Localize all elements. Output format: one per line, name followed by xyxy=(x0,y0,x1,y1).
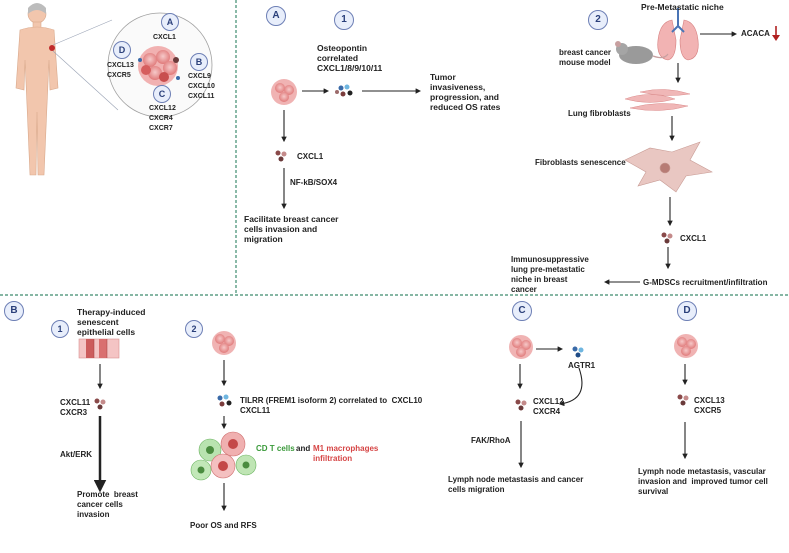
lymph-migration-text: Lymph node metastasis and cancer cells m… xyxy=(448,475,584,494)
m1-macrophages-label: M1 macrophages infiltration xyxy=(313,444,379,463)
zoom-badge-b: B xyxy=(190,53,208,71)
zoom-badge-c: C xyxy=(153,85,171,103)
and-label: and xyxy=(296,444,311,453)
zoom-label-b: CXCL9 CXCL10 CXCL11 xyxy=(188,73,215,100)
panel-badge-c: C xyxy=(512,301,532,321)
panel-badge-a: A xyxy=(266,6,286,26)
cxcl13-cxcr5-label: CXCL13 CXCR5 xyxy=(694,396,725,415)
cd-t-cells-label: CD T cells xyxy=(256,444,295,453)
agtr1-label: AGTR1 xyxy=(568,361,596,370)
pre-metastatic-niche-title: Pre-Metastatic niche xyxy=(641,2,724,12)
panel-badge-b: B xyxy=(4,301,24,321)
zoom-badge-a: A xyxy=(161,13,179,31)
mouse-model-label: breast cancer mouse model xyxy=(559,48,612,67)
zoom-label-c: CXCL12 CXCR4 CXCR7 xyxy=(149,105,176,132)
zoom-label-d: CXCL13 CXCR5 xyxy=(107,62,134,79)
step-badge-b1: 1 xyxy=(51,320,69,338)
flow-arrows xyxy=(97,31,738,512)
fibroblast-cells-icon xyxy=(624,89,691,111)
senescent-fibroblasts-icon xyxy=(624,141,713,193)
tumor-cell-cluster-b2 xyxy=(212,331,236,355)
step-badge-a2: 2 xyxy=(588,10,608,30)
lymph-survival-text: Lymph node metastasis, vascular invasion… xyxy=(638,467,768,496)
tumor-cell-cluster-a xyxy=(271,79,297,105)
chemokine-dots-icon xyxy=(94,84,689,411)
human-body-icon xyxy=(15,3,59,176)
panel-badge-d: D xyxy=(677,301,697,321)
poor-os-rfs-label: Poor OS and RFS xyxy=(190,521,257,530)
tilrr-text: TILRR (FREM1 isoform 2) correlated to CX… xyxy=(240,396,423,415)
facilitate-invasion-text: Facilitate breast cancer cells invasion … xyxy=(244,214,339,244)
panel-dividers xyxy=(0,0,789,296)
zoom-badge-d: D xyxy=(113,41,131,59)
fak-rhoa-label: FAK/RhoA xyxy=(471,436,511,445)
tumor-cell-cluster-c xyxy=(509,335,533,359)
cxcl1-label-niche: CXCL1 xyxy=(680,234,707,243)
immunosuppressive-niche-text: Immunosuppressive lung pre-metastatic ni… xyxy=(511,255,589,294)
cxcl1-label: CXCL1 xyxy=(297,152,324,161)
osteopontin-text: Osteopontin correlated CXCL1/8/9/10/11 xyxy=(317,43,383,73)
therapy-induced-text: Therapy-induced senescent epithelial cel… xyxy=(77,307,146,337)
acaca-label: ACACA xyxy=(741,29,770,38)
zoom-label-a: CXCL1 xyxy=(153,34,176,41)
cxcl12-cxcr4-label: CXCL12 CXCR4 xyxy=(533,397,564,416)
epithelial-tissue-icon xyxy=(78,338,120,359)
step-badge-b2: 2 xyxy=(185,320,203,338)
tumor-cell-cluster-d xyxy=(674,334,698,358)
immune-cells-icon xyxy=(190,431,257,481)
tumor-cluster-icon xyxy=(138,46,180,86)
decrease-arrow-icon xyxy=(772,26,780,41)
gmdsc-label: G-MDSCs recruitment/infiltration xyxy=(643,278,768,287)
promote-invasion-text: Promote breast cancer cells invasion xyxy=(77,490,138,519)
cxcl11-cxcr3-label: CXCL11 CXCR3 xyxy=(60,398,91,417)
akt-erk-label: Akt/ERK xyxy=(60,450,93,459)
zoom-connector xyxy=(52,19,119,111)
mouse-icon xyxy=(615,41,669,64)
step-badge-a1: 1 xyxy=(334,10,354,30)
fibroblast-senescence-label: Fibroblasts senescence xyxy=(535,158,626,167)
lung-fibroblasts-label: Lung fibroblasts xyxy=(568,109,631,118)
tumor-outcome-text: Tumor invasiveness, progression, and red… xyxy=(430,72,501,112)
lungs-icon xyxy=(657,8,699,61)
nfkb-sox4-label: NF-kB/SOX4 xyxy=(290,178,338,187)
